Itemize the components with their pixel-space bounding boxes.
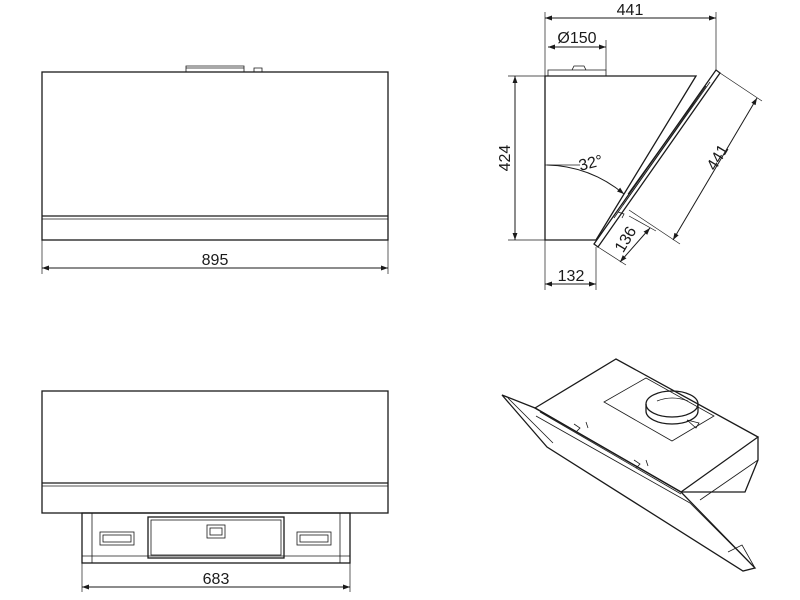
bottom-width-label: 683 [203, 571, 230, 588]
bottom-view: 683 [41, 390, 389, 592]
base-depth-label: 132 [558, 268, 585, 285]
side-height-label: 424 [497, 145, 514, 172]
side-view: 441 Ø150 424 32° 441 136 132 [497, 2, 763, 290]
isometric-view [501, 358, 760, 572]
front-width-label: 895 [202, 252, 229, 269]
side-depth-top-label: 441 [617, 2, 644, 19]
panel-offset-label: 136 [612, 224, 640, 256]
front-view: 895 [41, 65, 389, 274]
duct-diameter-label: Ø150 [557, 30, 596, 47]
panel-angle-label: 32° [577, 152, 605, 174]
